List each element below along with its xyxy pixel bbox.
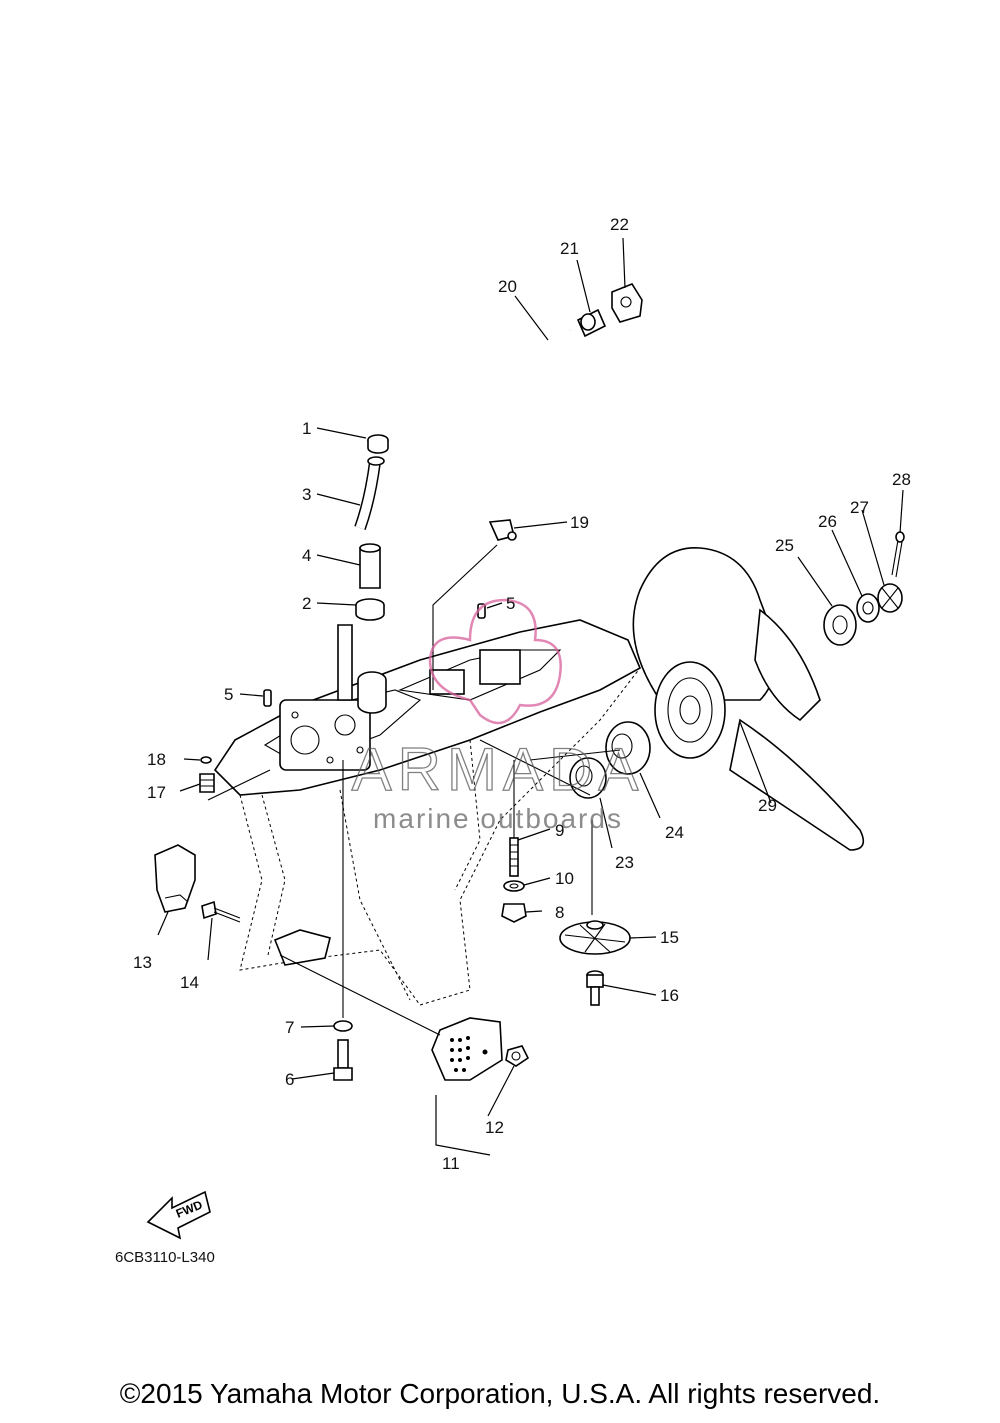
bolt-16 [586,970,604,1006]
callout-29: 29 [758,796,777,815]
washer-7 [333,1020,353,1032]
callout-25: 25 [775,536,794,555]
spacer-23 [569,757,607,799]
lower-casing [213,619,642,1006]
callout-9: 9 [555,821,564,840]
water-tube [493,327,571,528]
watermark: ARMADA marine outboards [351,598,645,834]
fitting-17 [199,773,215,793]
bolt-14 [201,900,241,923]
watermark-logo-icon [428,598,562,725]
callout-5b: 5 [506,594,515,613]
callout-16: 16 [660,986,679,1005]
callout-4: 4 [302,546,311,565]
callout-5a: 5 [224,685,233,704]
hose-3 [354,456,385,531]
impeller-15 [559,920,631,955]
callout-18: 18 [147,750,166,769]
dowel-pin-5a [263,689,272,707]
cover-13 [154,844,196,913]
bolt-6 [333,1039,353,1081]
propeller-29 [632,547,865,851]
leader-lines [157,237,904,1156]
callout-3: 3 [302,485,311,504]
nut-8 [501,903,527,923]
callout-12: 12 [485,1118,504,1137]
o-ring-18 [200,756,212,764]
washer-26 [856,593,880,623]
washer-10 [503,880,525,892]
callout-24: 24 [665,823,684,842]
callout-1: 1 [302,419,311,438]
callout-20: 20 [498,277,517,296]
anode-11 [431,1017,503,1081]
watermark-brand: ARMADA [352,736,645,803]
callout-28: 28 [892,470,911,489]
nut-12 [505,1045,530,1067]
prop-nut-27 [877,583,903,613]
callout-27: 27 [850,498,869,517]
callout-19: 19 [570,513,589,532]
callout-13: 13 [133,953,152,972]
callout-10: 10 [555,869,574,888]
fwd-arrow: FWD [146,1190,211,1240]
callout-14: 14 [180,973,199,992]
thrust-washer-24 [605,721,651,775]
callout-15: 15 [660,928,679,947]
callout-11: 11 [442,1154,460,1173]
diagram-code: 6CB3110-L340 [115,1249,215,1266]
callout-22: 22 [610,215,629,234]
copyright-notice: ©2015 Yamaha Motor Corporation, U.S.A. A… [119,1378,881,1409]
callout-2: 2 [302,594,311,613]
grommet-21 [576,308,607,338]
stud-9 [509,837,519,877]
watermark-tagline: marine outboards [373,803,623,834]
callout-7: 7 [285,1018,294,1037]
callout-26: 26 [818,512,837,531]
callout-6: 6 [285,1070,294,1089]
cap-1 [367,434,389,454]
callout-23: 23 [615,853,634,872]
callout-8: 8 [555,903,564,922]
callout-21: 21 [560,239,579,258]
callout-labels: 1 2 3 4 5 5 6 7 8 9 10 11 12 13 14 15 16… [133,215,911,1173]
grommet-2 [355,598,385,621]
seal-19 [488,519,517,541]
sleeve-4 [359,543,381,589]
cotter-pin-28 [891,531,905,578]
callout-17: 17 [147,783,166,802]
clip-22 [611,283,643,323]
spline-washer-25 [823,604,857,646]
